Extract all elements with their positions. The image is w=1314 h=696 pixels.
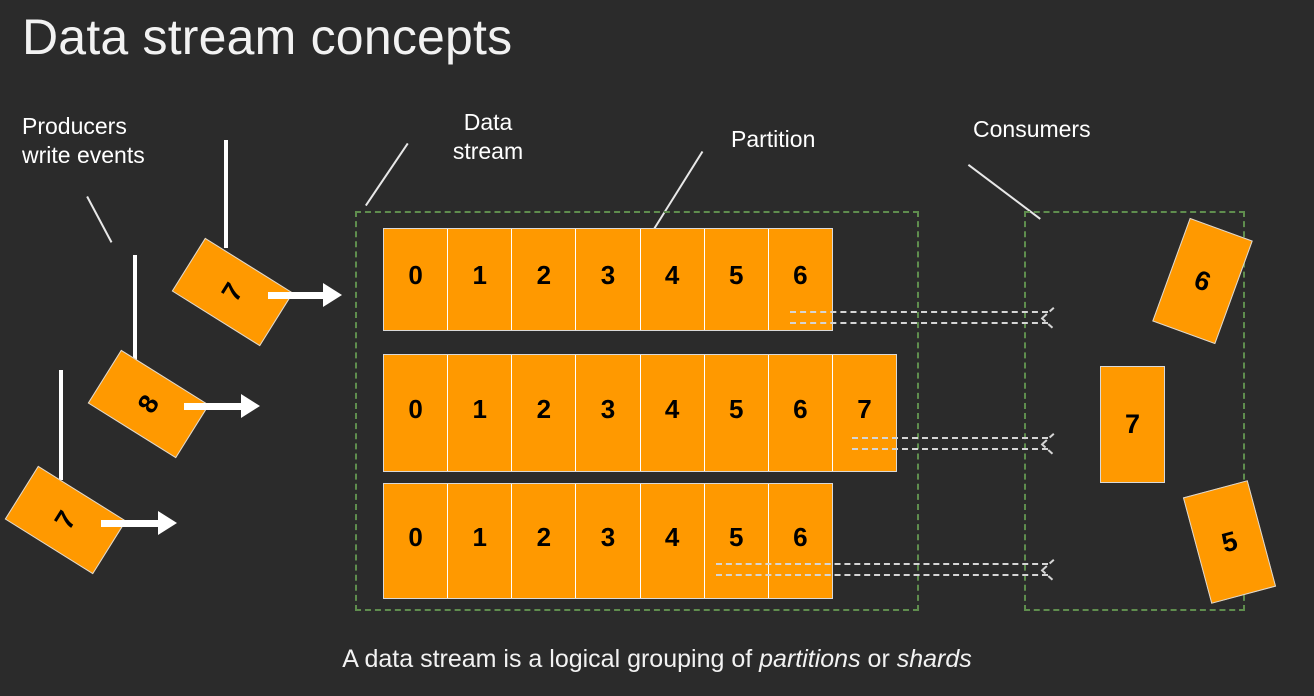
partition-row: 0 1 2 3 4 5 6 xyxy=(383,228,833,331)
partition-cell: 2 xyxy=(512,355,577,471)
consumer-read-arrow-icon xyxy=(852,432,1062,454)
slide-caption: A data stream is a logical grouping of p… xyxy=(0,645,1314,674)
partition-cell: 6 xyxy=(793,521,808,552)
producer-write-arrow-icon xyxy=(268,283,342,307)
producer-tile-value: 8 xyxy=(131,389,165,419)
partition-cell: 7 xyxy=(857,393,872,424)
producer-stack-line xyxy=(224,140,228,248)
partition-cell: 1 xyxy=(448,484,513,598)
label-partition: Partition xyxy=(731,126,816,152)
partition-cell: 3 xyxy=(576,229,641,330)
partition-row: 0 1 2 3 4 5 6 xyxy=(383,483,833,599)
leader-line-producers xyxy=(86,196,113,243)
leader-line-data-stream xyxy=(365,142,409,206)
partition-cell: 0 xyxy=(384,484,449,598)
partition-cell: 4 xyxy=(641,229,705,330)
label-data-stream: Data stream xyxy=(452,109,524,165)
partition-cell: 6 xyxy=(769,355,833,471)
partition-cell: 1 xyxy=(448,229,513,330)
partition-cell: 2 xyxy=(512,229,577,330)
partition-cell: 2 xyxy=(512,484,577,598)
label-consumers: Consumers xyxy=(973,116,1091,142)
producer-write-arrow-icon xyxy=(101,511,177,535)
partition-cell: 0 xyxy=(384,229,449,330)
partition-cell: 6 xyxy=(793,260,808,290)
partition-cell: 3 xyxy=(576,484,641,598)
consumer-tile[interactable]: 7 xyxy=(1100,366,1165,483)
consumer-group-box xyxy=(1024,211,1245,611)
consumer-tile-value: 6 xyxy=(1190,263,1215,298)
caption-prefix: A data stream is a logical grouping of xyxy=(342,645,760,673)
partition-cell: 1 xyxy=(448,355,513,471)
caption-emphasis-shards: shards xyxy=(896,645,972,673)
partition-cell: 4 xyxy=(641,355,705,471)
consumer-tile-value: 5 xyxy=(1218,525,1241,558)
partition-cell: 5 xyxy=(705,484,769,598)
partition-cell: 5 xyxy=(705,355,769,471)
partition-cell: 5 xyxy=(705,229,769,330)
caption-middle: or xyxy=(860,645,897,673)
page-title: Data stream concepts xyxy=(22,9,513,65)
consumer-read-arrow-icon xyxy=(716,558,1062,580)
consumer-tile-value: 7 xyxy=(1124,409,1141,439)
label-producers: Producers write events xyxy=(22,113,145,169)
producer-tile-value: 7 xyxy=(48,505,82,535)
producer-tile-value: 7 xyxy=(215,277,249,307)
partition-cell: 3 xyxy=(576,355,641,471)
caption-emphasis-partitions: partitions xyxy=(759,645,861,673)
consumer-read-arrow-icon xyxy=(790,306,1062,328)
producer-stack-line xyxy=(59,370,63,480)
partition-cell: 4 xyxy=(641,484,705,598)
producer-stack-line xyxy=(133,255,137,367)
partition-row: 0 1 2 3 4 5 6 7 xyxy=(383,354,897,472)
producer-write-arrow-icon xyxy=(184,394,260,418)
partition-cell: 0 xyxy=(384,355,449,471)
data-stream-group-box xyxy=(355,211,919,611)
